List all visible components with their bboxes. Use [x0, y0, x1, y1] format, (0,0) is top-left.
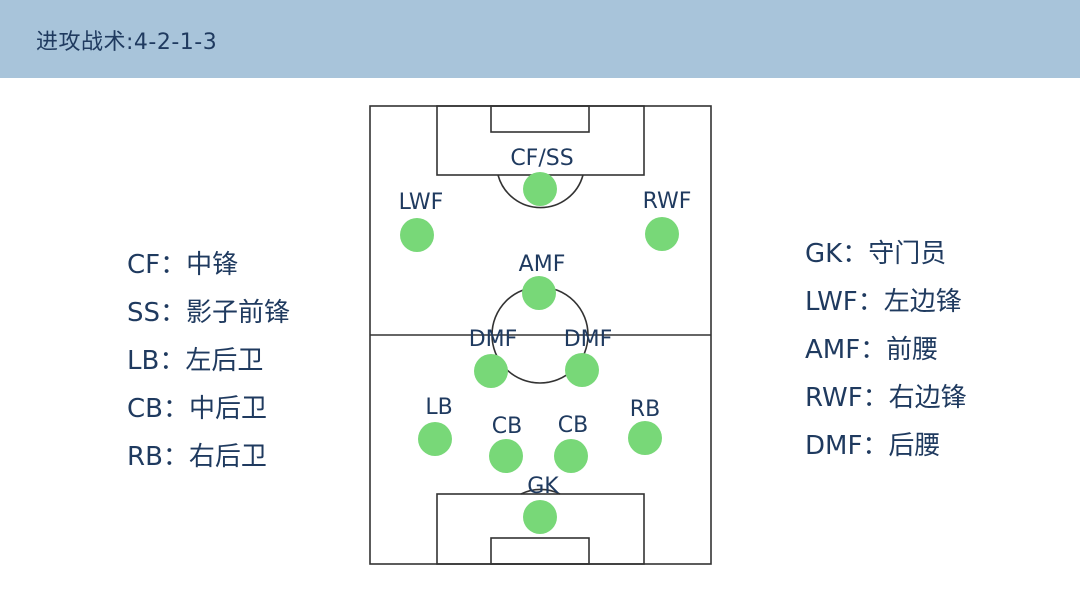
player-dot-lb: [418, 422, 452, 456]
bottom-penalty-arc: [520, 488, 561, 495]
legend-item-ss: SS：影子前锋: [127, 298, 291, 328]
player-label-dmf-left: DMF: [469, 327, 518, 352]
player-dot-cf-ss: [523, 172, 557, 206]
player-dot-dmf-left: [474, 354, 508, 388]
legend-item-rb: RB：右后卫: [127, 442, 267, 472]
player-label-cb-right: CB: [558, 413, 588, 438]
bottom-goal-box: [490, 537, 590, 565]
player-dot-dmf-right: [565, 353, 599, 387]
football-pitch: CF/SS LWF RWF AMF DMF DMF LB CB CB RB GK: [369, 105, 712, 565]
legend-right: GK：守门员 LWF：左边锋 AMF：前腰 RWF：右边锋 DMF：后腰: [805, 233, 1065, 473]
legend-item-amf: AMF：前腰: [805, 335, 939, 365]
player-label-lwf: LWF: [399, 190, 444, 215]
page-title: 进攻战术:4-2-1-3: [36, 30, 218, 55]
legend-item-gk: GK：守门员: [805, 239, 947, 269]
player-label-gk: GK: [527, 474, 559, 499]
player-label-dmf-right: DMF: [564, 327, 613, 352]
player-label-lb: LB: [425, 395, 452, 420]
legend-item-lwf: LWF：左边锋: [805, 287, 962, 317]
top-penalty-arc: [497, 174, 584, 209]
player-label-rb: RB: [630, 397, 660, 422]
legend-item-lb: LB：左后卫: [127, 346, 264, 376]
player-dot-rb: [628, 421, 662, 455]
player-dot-cb-right: [554, 439, 588, 473]
player-dot-rwf: [645, 217, 679, 251]
player-label-cb-left: CB: [492, 414, 522, 439]
player-label-rwf: RWF: [643, 189, 692, 214]
header-bar: 进攻战术:4-2-1-3: [0, 0, 1080, 78]
legend-left: CF：中锋 SS：影子前锋 LB：左后卫 CB：中后卫 RB：右后卫: [127, 244, 367, 484]
top-goal-box: [490, 105, 590, 133]
player-dot-gk: [523, 500, 557, 534]
player-dot-amf: [522, 276, 556, 310]
legend-item-cf: CF：中锋: [127, 250, 239, 280]
player-label-cf-ss: CF/SS: [510, 146, 573, 171]
player-dot-lwf: [400, 218, 434, 252]
legend-item-cb: CB：中后卫: [127, 394, 267, 424]
player-label-amf: AMF: [519, 252, 566, 277]
legend-item-rwf: RWF：右边锋: [805, 383, 967, 413]
pitch-svg: CF/SS LWF RWF AMF DMF DMF LB CB CB RB GK: [369, 105, 712, 565]
player-dot-cb-left: [489, 439, 523, 473]
legend-item-dmf: DMF：后腰: [805, 431, 941, 461]
